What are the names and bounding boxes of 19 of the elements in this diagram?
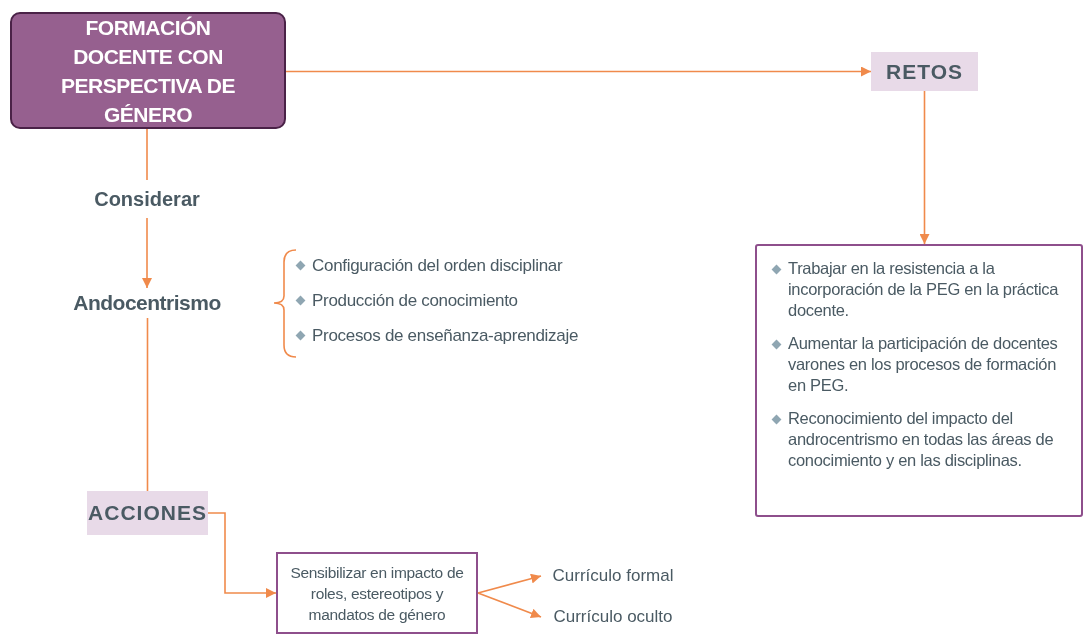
arrow — [285, 66, 872, 77]
list-item: Procesos de enseñanza-aprendizaje — [312, 325, 579, 347]
list-item: Trabajar en la resistencia a la incorporación de la PEG en la práctica docente. — [788, 258, 1060, 321]
list-item: Aumentar la participación de docentes varones en los procesos de formación en PEG. — [788, 333, 1059, 396]
list-item: Reconocimiento del impacto del androcentrismo en todas las áreas de conocimiento y en las disciplinas. — [788, 408, 1055, 471]
list-item: Producción de conocimiento — [312, 290, 518, 312]
title-box: FORMACIÓN DOCENTE CON PERSPECTIVA DE GÉNERO — [10, 12, 286, 129]
heading-tag: ACCIONES — [87, 491, 208, 535]
outcome-text: Currículo oculto — [543, 604, 683, 630]
concept-text: Andocentrismo — [70, 288, 224, 318]
arrow — [477, 573, 542, 594]
arrow — [919, 90, 930, 245]
heading-tag: RETOS — [871, 52, 978, 91]
challenges-box — [755, 244, 1083, 517]
list-item: Configuración del orden disciplinar — [312, 255, 563, 277]
arrow — [477, 592, 542, 619]
arrow — [207, 512, 277, 598]
outcome-text: Currículo formal — [543, 563, 683, 589]
action-box: Sensibilizar en impacto de roles, estereotipos y mandatos de género — [276, 552, 478, 634]
